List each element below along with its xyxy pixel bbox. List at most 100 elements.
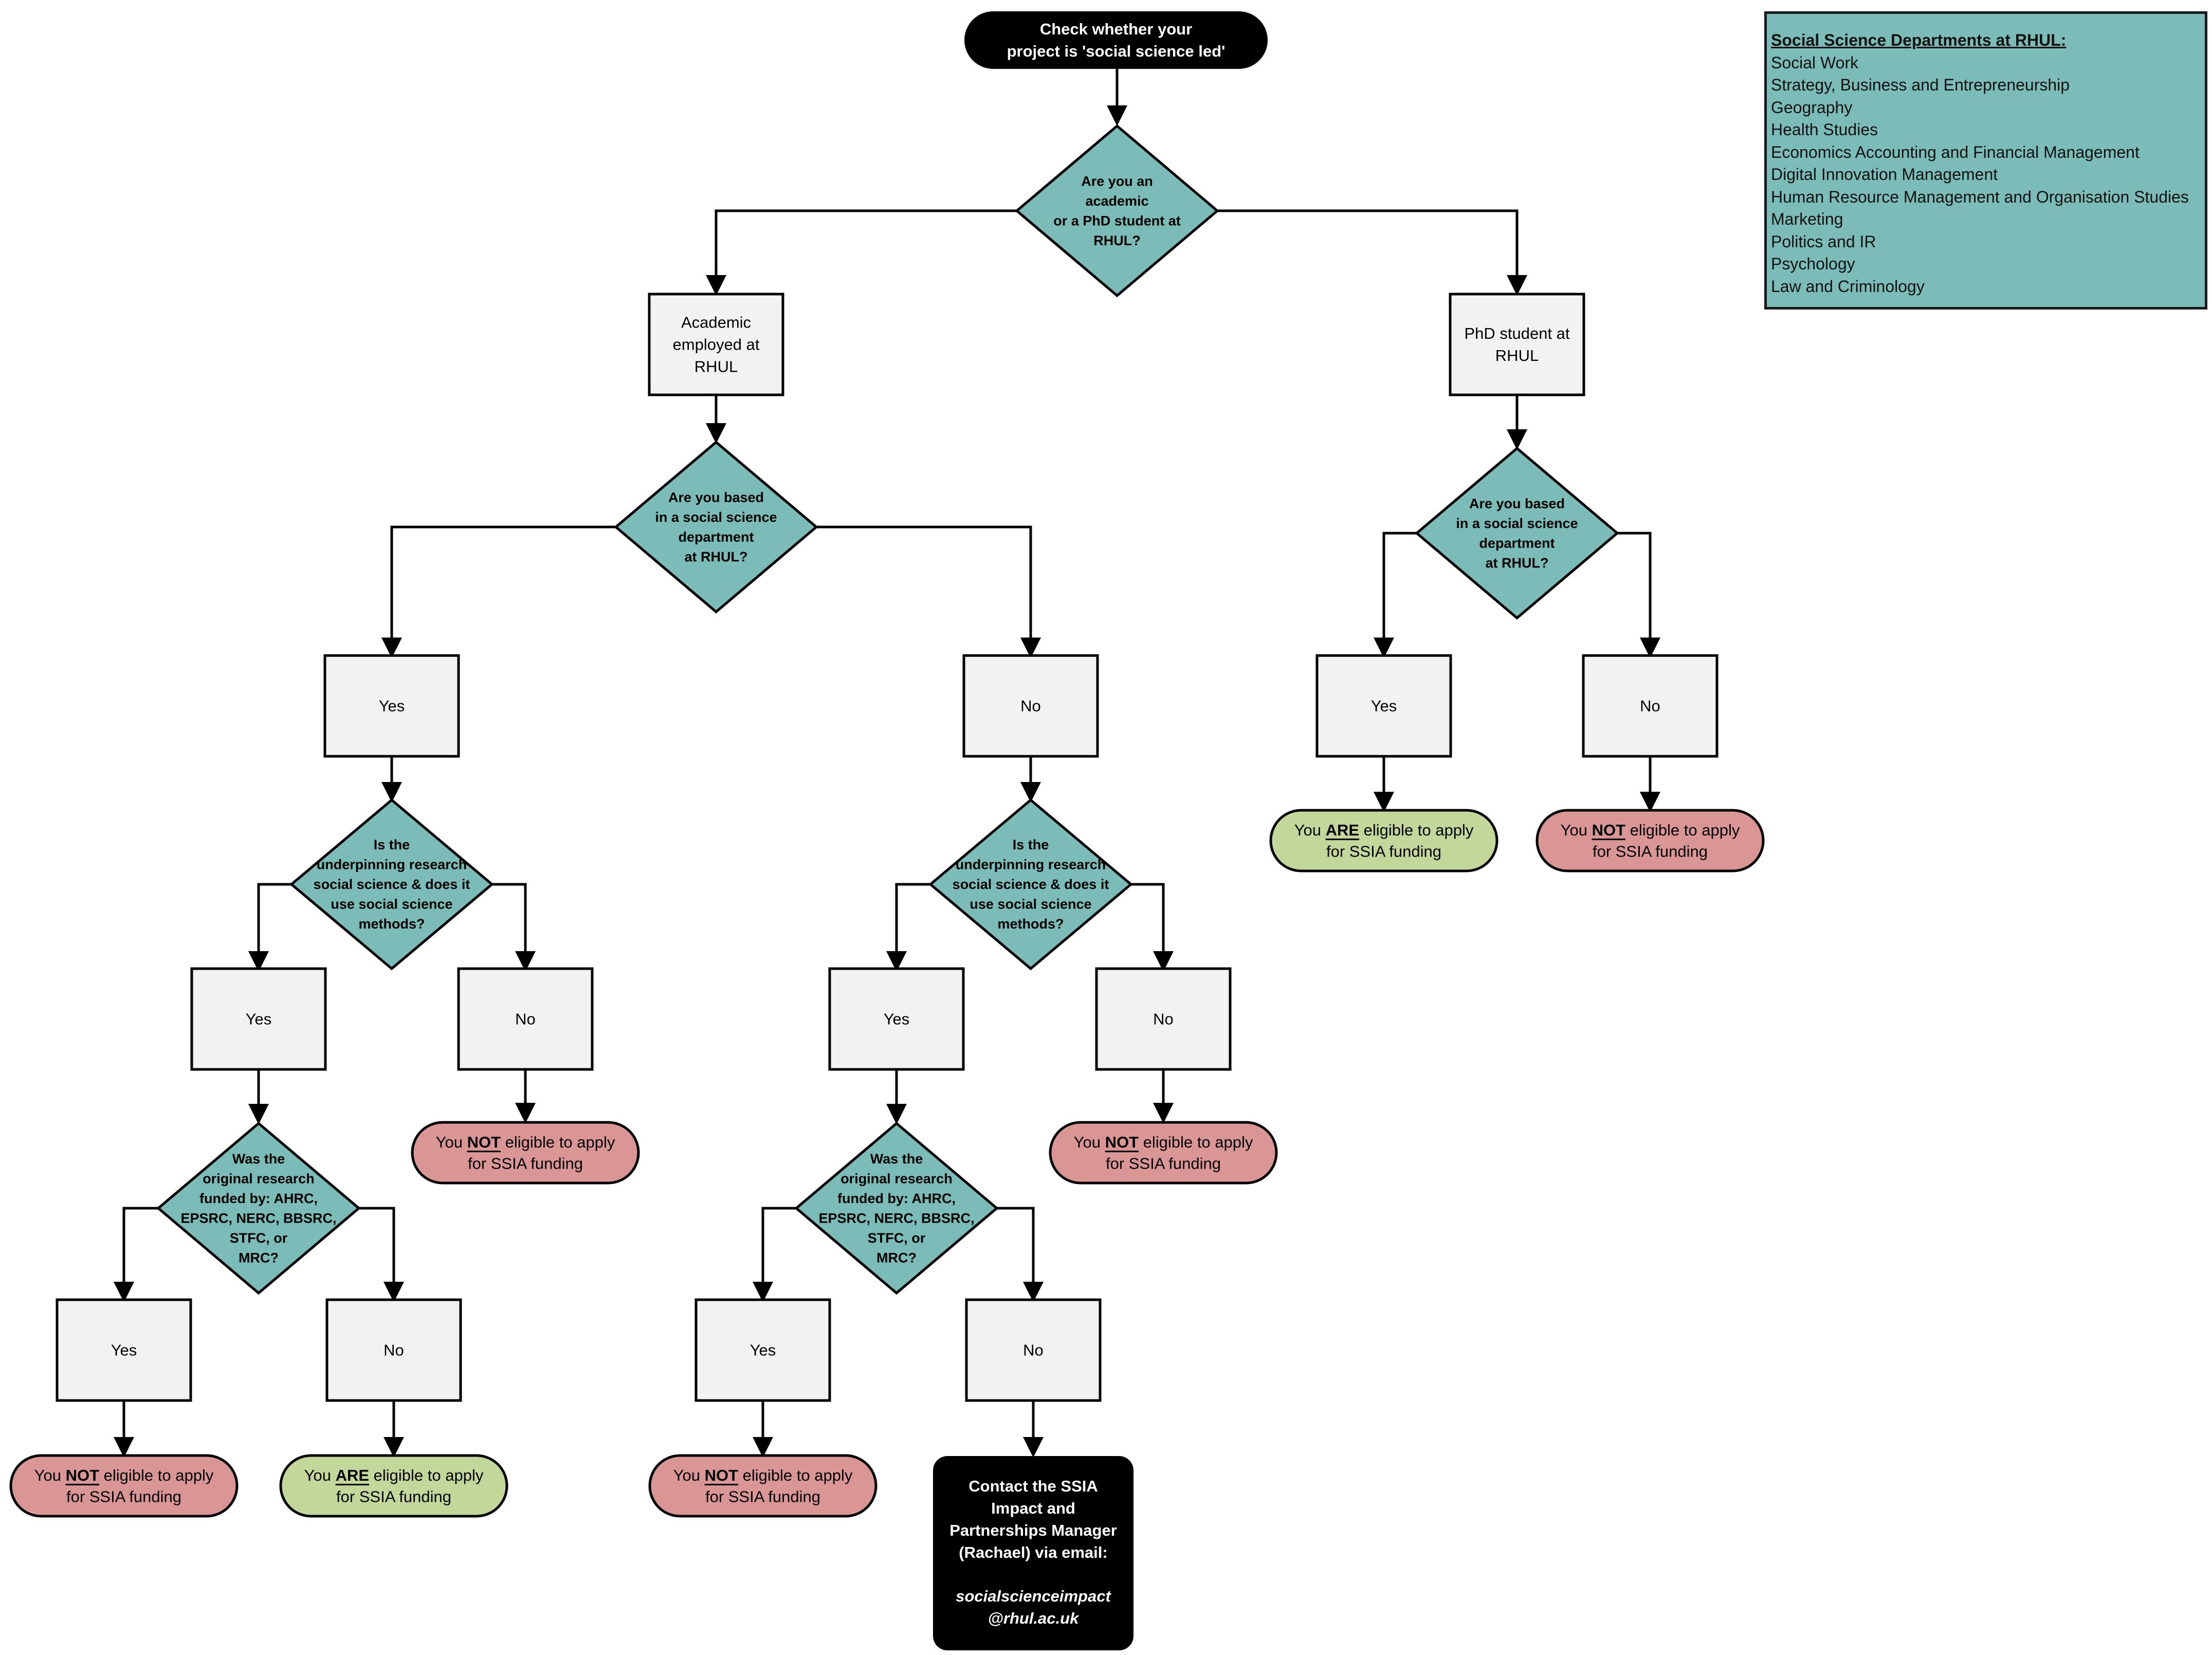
connector [1374,532,1417,658]
box-label: PhD student at [1464,324,1569,342]
process-shape [965,1298,1102,1402]
decision-shape [156,1121,361,1295]
outcome-text: for SSIA funding [1106,1155,1221,1173]
outcome-text: You NOT eligible to apply [34,1466,214,1484]
funding-yes-outcome-left: You NOT eligible to apply for SSIA fundin… [9,1454,239,1518]
decision-text: STFC, or [868,1230,926,1246]
decision-text: Are you based [668,489,764,505]
process-shape [828,967,965,1071]
box-label: No [515,1010,536,1028]
decision-text: at RHUL? [685,549,748,565]
box-label: No [1023,1341,1044,1359]
decision-text: use social science [331,897,452,912]
decision-shape [614,440,818,614]
process-shape [1582,654,1719,758]
decision-shape [928,798,1133,971]
decision-text: STFC, or [230,1230,288,1246]
department-item: Human Resource Management and Organisati… [1771,187,2189,206]
box-label: No [1640,697,1660,715]
social-science-departments-legend: Social Science Departments at RHUL: Soci… [1764,11,2207,310]
phd-not-eligible-outcome: You NOT eligible to apply for SSIA fundin… [1535,809,1765,872]
connector [1617,532,1660,658]
outcome-text: for SSIA funding [66,1488,181,1506]
academic-dept-yes-box: Yes [323,654,460,758]
decision-text: funded by: AHRC, [837,1191,956,1206]
connector [997,1207,1044,1302]
decision-text: EPSRC, NERC, BBSRC, [818,1210,974,1226]
underpinning-no-box-left: No [457,967,594,1071]
decision-text: original research [203,1171,315,1186]
process-shape [56,1298,192,1402]
decision-text: in a social science [1456,516,1578,531]
department-item: Social Work [1771,53,1859,72]
box-label: Yes [246,1010,272,1028]
decision-text: methods? [997,916,1064,932]
connector [381,525,616,658]
outcome-shape [1049,1121,1278,1185]
department-item: Health Studies [1771,120,1878,139]
outcome-text: for SSIA funding [336,1488,451,1506]
terminal-shape [933,1456,1134,1650]
box-label: employed at [673,336,760,354]
box-label: No [1020,697,1041,715]
decision-text: department [678,529,754,544]
connector [114,1207,158,1302]
box-label: RHUL [694,358,738,376]
outcome-shape [279,1454,508,1518]
contact-email: @rhul.ac.uk [988,1609,1080,1627]
decision-shape [1415,446,1619,620]
department-item: Strategy, Business and Entrepreneurship [1771,76,2070,94]
department-list: Social Work Strategy, Business and Entre… [1771,52,2201,298]
department-item: Law and Criminology [1771,277,1925,296]
department-item: Marketing [1771,210,1843,228]
outcome-text: for SSIA funding [468,1155,583,1173]
decision-text: Are you based [1469,496,1565,511]
outcome-shape [648,1454,878,1518]
department-item: Politics and IR [1771,232,1876,251]
outcome-shape [1535,809,1765,872]
process-shape [190,967,327,1071]
department-item: Geography [1771,98,1853,117]
outcome-text: You ARE eligible to apply [304,1466,484,1484]
funding-yes-box-right: Yes [694,1298,831,1402]
decision-text: or a PhD student at [1053,213,1181,228]
funding-decision-left: Was the original research funded by: AHRC,… [156,1121,361,1295]
outcome-text: for SSIA funding [1593,843,1708,861]
process-shape [325,1298,462,1402]
box-label: Academic [681,314,751,332]
decision-shape [1015,124,1219,298]
outcome-shape [411,1121,640,1185]
process-shape [1449,293,1585,396]
connector [1217,209,1527,296]
box-label: Yes [379,697,405,715]
academic-box: Academic employed at RHUL [648,293,784,396]
connector [359,1207,404,1302]
process-shape [457,967,594,1071]
start-text: project is 'social science led' [1007,42,1226,60]
decision-text: RHUL? [1093,233,1140,248]
academic-dept-no-box: No [962,654,1099,758]
funding-no-box-right: No [965,1298,1102,1402]
process-shape [694,1298,831,1402]
outcome-text: You NOT eligible to apply [673,1466,853,1484]
decision-text: use social science [970,897,1091,912]
outcome-text: You NOT eligible to apply [1561,821,1740,839]
box-label: No [383,1341,404,1359]
decision-text: Is the [1013,837,1049,852]
decision-text: funded by: AHRC, [199,1191,318,1206]
box-label: No [1153,1010,1174,1028]
decision-text: Was the [232,1151,285,1167]
connector [1131,883,1174,972]
decision-text: social science & does it [953,877,1109,892]
contact-email: socialscienceimpact [956,1587,1111,1605]
underpinning-yes-box-right: Yes [828,967,965,1071]
decision-text: underpinning research [956,857,1106,872]
decision-shape [794,1121,999,1295]
